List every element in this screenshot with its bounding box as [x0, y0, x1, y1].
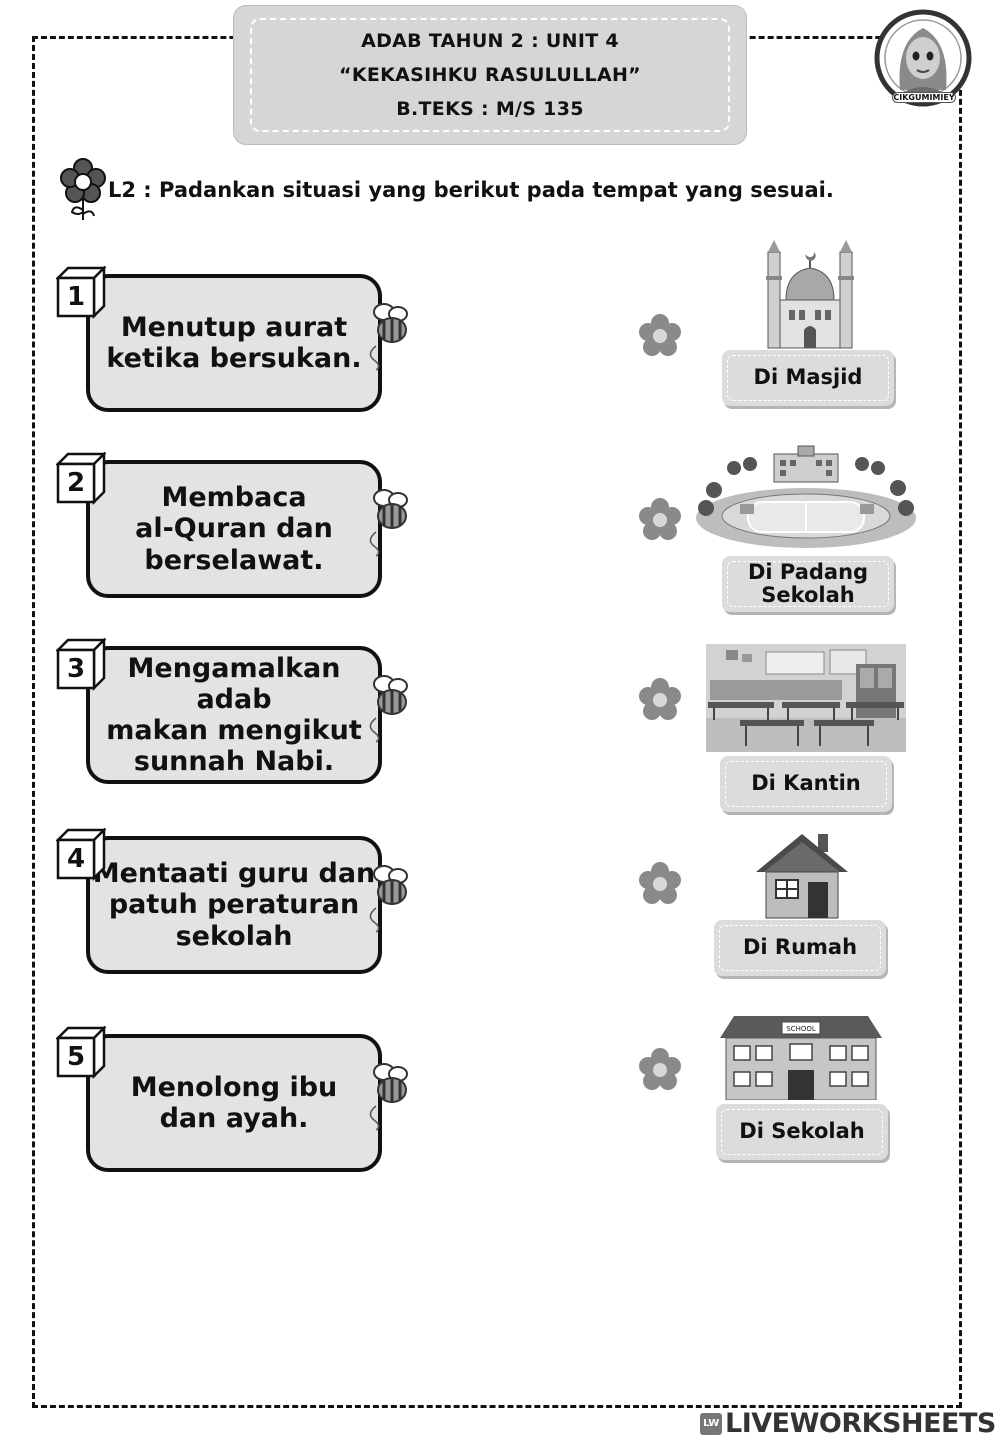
place-label-text: Di Kantin: [751, 771, 861, 796]
situation-card-2[interactable]: Membaca al-Quran dan berselawat.: [86, 460, 382, 598]
place-label-4[interactable]: Di Rumah: [714, 920, 886, 976]
avatar-caption: CIKGUMIMIEY: [892, 92, 956, 103]
situation-card-1[interactable]: Menutup aurat ketika bersukan.: [86, 274, 382, 412]
place-label-text: Di Rumah: [742, 935, 858, 960]
place-label-1[interactable]: Di Masjid: [722, 350, 894, 406]
header-textbook-ref: B.TEKS : M/S 135: [396, 98, 584, 120]
canteen-icon: [706, 644, 906, 756]
match-dot-flower-icon[interactable]: [638, 862, 682, 906]
bee-icon: [364, 672, 410, 744]
situation-text: Mengamalkan adab makan mengikut sunnah N…: [106, 652, 362, 778]
number-label: 1: [66, 282, 86, 312]
match-dot-flower-icon[interactable]: [638, 498, 682, 542]
place-label-text: Di Masjid: [753, 365, 863, 390]
school-sign: SCHOOL: [786, 1025, 816, 1033]
situation-card-5[interactable]: Menolong ibu dan ayah.: [86, 1034, 382, 1172]
match-dot-flower-icon[interactable]: [638, 314, 682, 358]
situation-text: Mentaati guru dan patuh peraturan sekola…: [92, 858, 376, 952]
number-cube-1: 1: [56, 266, 106, 320]
instruction-text: L2 : Padankan situasi yang berikut pada …: [108, 178, 834, 202]
lw-badge-icon: LW: [700, 1412, 722, 1435]
place-label-3[interactable]: Di Kantin: [720, 756, 892, 812]
situation-text: Menutup aurat ketika bersukan.: [106, 311, 362, 374]
number-cube-3: 3: [56, 638, 106, 692]
place-label-2[interactable]: Di Padang Sekolah: [722, 556, 894, 612]
number-label: 5: [66, 1042, 86, 1072]
mosque-icon: [762, 238, 858, 354]
number-label: 4: [66, 844, 86, 874]
avatar: CIKGUMIMIEY: [874, 2, 972, 120]
header-title: ADAB TAHUN 2 : UNIT 4: [361, 30, 619, 52]
school-field-icon: [694, 442, 918, 554]
house-icon: [754, 830, 850, 924]
situation-text: Menolong ibu dan ayah.: [130, 1071, 338, 1134]
flower-icon: [58, 158, 108, 222]
brand-name: LIVEWORKSHEETS: [725, 1408, 996, 1439]
number-label: 2: [66, 468, 86, 498]
number-label: 3: [66, 654, 86, 684]
number-cube-4: 4: [56, 828, 106, 882]
place-label-5[interactable]: Di Sekolah: [716, 1104, 888, 1160]
match-dot-flower-icon[interactable]: [638, 1048, 682, 1092]
bee-icon: [364, 300, 410, 372]
match-dot-flower-icon[interactable]: [638, 678, 682, 722]
liveworksheets-logo: LW LIVEWORKSHEETS: [700, 1408, 996, 1439]
situation-card-3[interactable]: Mengamalkan adab makan mengikut sunnah N…: [86, 646, 382, 784]
place-label-text: Di Sekolah: [739, 1119, 865, 1144]
place-label-text: Di Padang Sekolah: [747, 559, 869, 607]
bee-icon: [364, 862, 410, 934]
situation-card-4[interactable]: Mentaati guru dan patuh peraturan sekola…: [86, 836, 382, 974]
number-cube-2: 2: [56, 452, 106, 506]
bee-icon: [364, 1060, 410, 1132]
number-cube-5: 5: [56, 1026, 106, 1080]
school-building-icon: SCHOOL: [720, 1014, 882, 1104]
situation-text: Membaca al-Quran dan berselawat.: [135, 482, 333, 576]
header-subtitle: “KEKASIHKU RASULULLAH”: [339, 64, 641, 86]
header-banner: ADAB TAHUN 2 : UNIT 4 “KEKASIHKU RASULUL…: [234, 6, 746, 144]
bee-icon: [364, 486, 410, 558]
